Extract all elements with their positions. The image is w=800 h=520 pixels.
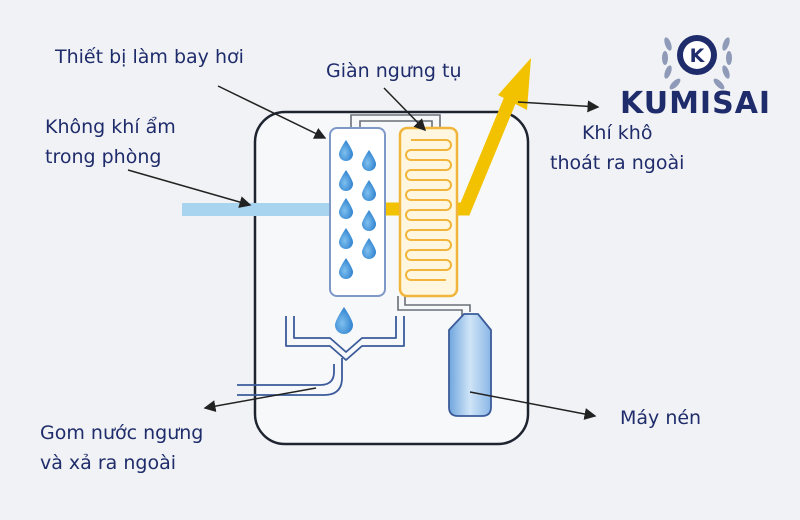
brand-name: KUMISAI [620,86,772,121]
label-humid-air: Không khí ẩm trong phòng [45,112,176,172]
label-evaporator: Thiết bị làm bay hơi [55,46,244,68]
condenser-coil [405,139,452,281]
humid-air-stream [182,203,332,216]
condenser [398,126,459,298]
label-water-drain: Gom nước ngưng và xả ra ngoài [40,418,203,478]
label-humid-air-line1: Không khí ẩm [45,116,176,138]
label-water-drain-line1: Gom nước ngưng [40,422,204,444]
drip-tray [285,316,405,361]
label-dry-air-line2: thoát ra ngoài [550,152,685,174]
evaporator [329,127,386,297]
pointer-lines [127,85,600,420]
label-water-drain-line2: và xả ra ngoài [40,452,176,474]
label-humid-air-line2: trong phòng [45,146,162,168]
kumisai-logo-emblem: K [662,35,732,90]
drain-pipe [237,358,343,396]
evaporator-water-drops [339,140,376,279]
falling-water-drop [335,307,353,334]
label-condenser: Giàn ngưng tụ [326,60,462,82]
refrigerant-pipes [350,114,471,318]
label-dry-air-line1: Khí khô [581,122,653,144]
label-dry-air: Khí khô thoát ra ngoài [550,118,684,178]
label-compressor: Máy nén [620,407,702,429]
logo-letter: K [690,45,706,67]
compressor [448,313,492,417]
